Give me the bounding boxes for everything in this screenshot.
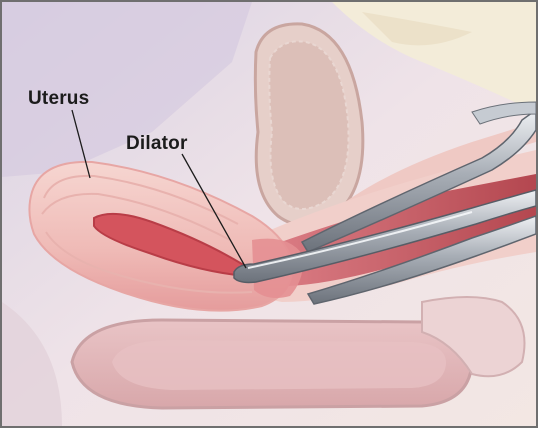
rectum-inner xyxy=(112,340,446,390)
dilator-label: Dilator xyxy=(126,133,188,155)
uterus-label: Uterus xyxy=(28,88,89,110)
